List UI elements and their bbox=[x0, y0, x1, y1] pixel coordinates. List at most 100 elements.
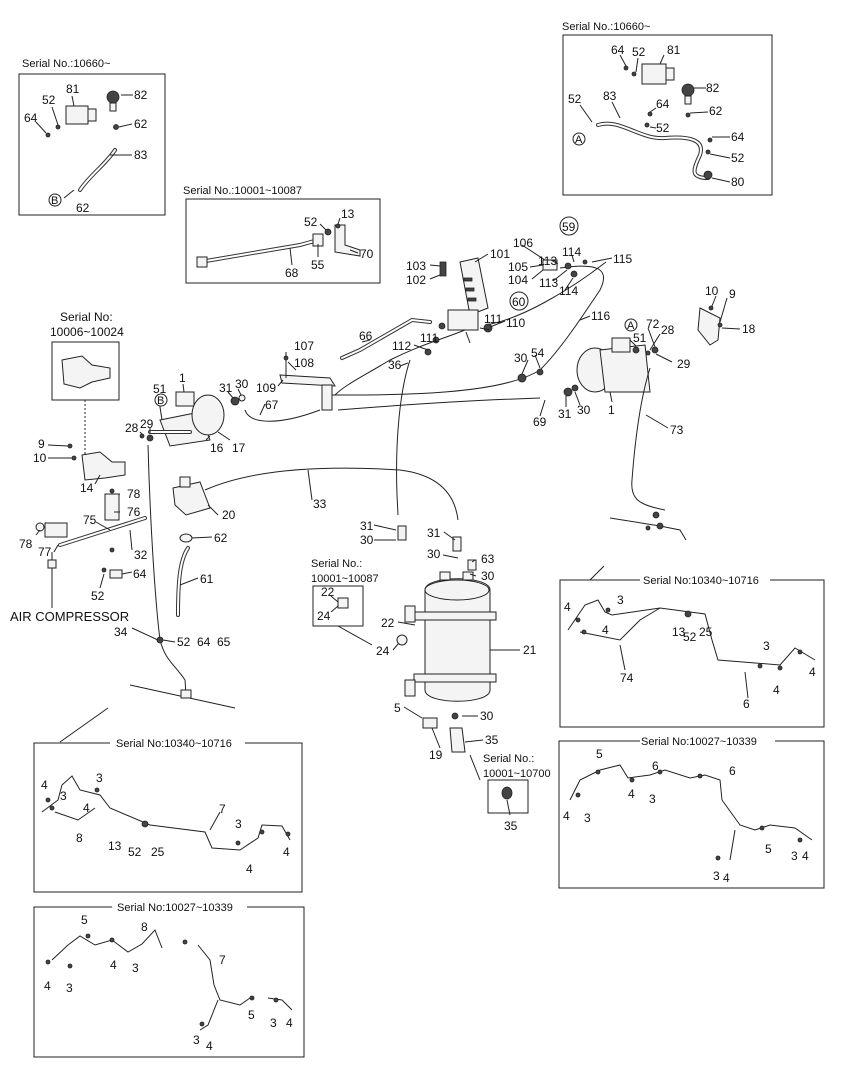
svg-text:116: 116 bbox=[591, 309, 610, 323]
svg-text:4: 4 bbox=[602, 623, 609, 637]
valve-block-side bbox=[665, 67, 675, 81]
svg-text:5: 5 bbox=[394, 701, 401, 715]
svg-text:35: 35 bbox=[485, 733, 499, 747]
svg-text:81: 81 bbox=[66, 82, 80, 96]
svg-text:62: 62 bbox=[134, 117, 148, 131]
svg-text:75: 75 bbox=[83, 513, 97, 527]
svg-text:Serial No:10340~10716: Serial No:10340~10716 bbox=[643, 575, 759, 587]
svg-text:30: 30 bbox=[514, 351, 528, 365]
svg-text:59: 59 bbox=[562, 220, 576, 234]
svg-text:74: 74 bbox=[620, 671, 634, 685]
circled-A-marker bbox=[624, 318, 638, 332]
svg-text:13: 13 bbox=[108, 839, 122, 853]
svg-text:3: 3 bbox=[713, 869, 720, 883]
brake-booster-left bbox=[191, 394, 225, 436]
svg-text:4: 4 bbox=[802, 849, 809, 863]
svg-text:Serial No:10340~10716: Serial No:10340~10716 bbox=[116, 738, 232, 750]
inset-frame bbox=[185, 198, 381, 284]
svg-text:18: 18 bbox=[742, 322, 756, 336]
bracket-14 bbox=[81, 451, 126, 481]
bracket-18 bbox=[697, 307, 721, 346]
inset-serial-10027-10339-left: Serial No:10027~10339 5 8 4 3 4 3 7 5 3 … bbox=[33, 901, 305, 1058]
svg-text:64: 64 bbox=[611, 43, 625, 57]
svg-text:78: 78 bbox=[19, 537, 33, 551]
inset-serial-10660-left: Serial No.:10660~ B 81 82 52 64 62 83 62 bbox=[18, 58, 166, 216]
svg-text:104: 104 bbox=[508, 273, 528, 287]
svg-text:1: 1 bbox=[608, 403, 615, 417]
inset-frame bbox=[559, 579, 825, 728]
inset-serial-10001-10087-mid: Serial No.: 10001~10087 bbox=[311, 558, 379, 646]
svg-text:3: 3 bbox=[60, 789, 67, 803]
svg-text:17: 17 bbox=[232, 441, 246, 455]
inset-frame bbox=[33, 742, 303, 893]
tank-band-lower bbox=[413, 673, 497, 683]
svg-text:52: 52 bbox=[731, 151, 745, 165]
svg-text:69: 69 bbox=[533, 415, 547, 429]
svg-text:73: 73 bbox=[670, 423, 684, 437]
circled-B-marker bbox=[154, 393, 168, 407]
inset-serial-10027-10339-right: Serial No:10027~10339 5 6 6 4 3 4 3 5 3 … bbox=[558, 735, 825, 889]
svg-text:4: 4 bbox=[809, 665, 816, 679]
inset-frame bbox=[558, 740, 825, 889]
svg-text:52: 52 bbox=[91, 589, 105, 603]
svg-text:82: 82 bbox=[134, 88, 148, 102]
main-assembly bbox=[35, 257, 723, 709]
svg-text:A: A bbox=[627, 320, 635, 332]
svg-text:Serial No.:: Serial No.: bbox=[483, 753, 534, 765]
svg-text:83: 83 bbox=[134, 148, 148, 162]
svg-text:4: 4 bbox=[563, 809, 570, 823]
svg-text:54: 54 bbox=[531, 346, 545, 360]
governor bbox=[104, 493, 120, 521]
svg-text:66: 66 bbox=[359, 329, 373, 343]
svg-text:14: 14 bbox=[80, 481, 94, 495]
svg-text:B: B bbox=[157, 395, 164, 407]
svg-text:64: 64 bbox=[731, 130, 745, 144]
svg-text:4: 4 bbox=[246, 862, 253, 876]
svg-text:36: 36 bbox=[388, 358, 402, 372]
serial-label: Serial No.:10001~10087 bbox=[183, 185, 302, 197]
svg-text:52: 52 bbox=[177, 635, 191, 649]
svg-text:6: 6 bbox=[729, 764, 736, 778]
svg-text:32: 32 bbox=[134, 548, 148, 562]
svg-text:30: 30 bbox=[480, 709, 494, 723]
bracket-109 bbox=[279, 374, 336, 387]
svg-text:55: 55 bbox=[311, 258, 325, 272]
circled-59 bbox=[559, 216, 579, 236]
svg-text:29: 29 bbox=[140, 417, 154, 431]
svg-text:114: 114 bbox=[559, 284, 578, 298]
svg-text:102: 102 bbox=[406, 273, 426, 287]
inset-serial-10660-right: Serial No.:10660~ A 64 52 81 82 52 bbox=[562, 21, 773, 196]
svg-text:52: 52 bbox=[568, 92, 582, 106]
serial-label: Serial No.:10660~ bbox=[22, 58, 110, 70]
svg-text:3: 3 bbox=[96, 771, 103, 785]
svg-text:10: 10 bbox=[705, 284, 719, 298]
svg-text:19: 19 bbox=[429, 748, 443, 762]
svg-text:31: 31 bbox=[427, 526, 441, 540]
svg-text:A: A bbox=[575, 134, 583, 146]
knob-stem bbox=[684, 95, 692, 105]
svg-text:10001~10087: 10001~10087 bbox=[311, 573, 379, 585]
svg-text:4: 4 bbox=[44, 979, 51, 993]
inset-serial-10001-10700: Serial No.: 10001~10700 bbox=[483, 753, 551, 816]
reservoir-right bbox=[611, 337, 631, 353]
svg-text:3: 3 bbox=[649, 792, 656, 806]
svg-text:115: 115 bbox=[613, 252, 632, 266]
svg-text:52: 52 bbox=[656, 121, 670, 135]
svg-text:65: 65 bbox=[217, 635, 231, 649]
svg-text:3: 3 bbox=[763, 639, 770, 653]
main-callouts: 59 60 A B 103 102 101 106 114 115 105 11… bbox=[10, 216, 756, 833]
svg-text:6: 6 bbox=[652, 759, 659, 773]
svg-text:20: 20 bbox=[222, 508, 236, 522]
svg-text:25: 25 bbox=[151, 845, 165, 859]
svg-text:3: 3 bbox=[66, 981, 73, 995]
circled-60 bbox=[509, 291, 529, 311]
svg-text:4: 4 bbox=[773, 683, 780, 697]
leader-lines bbox=[35, 244, 741, 749]
inset-frame bbox=[33, 906, 305, 1058]
svg-text:62: 62 bbox=[709, 104, 723, 118]
svg-text:Serial No:10027~10339: Serial No:10027~10339 bbox=[641, 736, 757, 748]
svg-text:4: 4 bbox=[564, 600, 571, 614]
svg-text:81: 81 bbox=[667, 43, 681, 57]
svg-text:Serial No:10027~10339: Serial No:10027~10339 bbox=[117, 902, 233, 914]
svg-text:9: 9 bbox=[38, 437, 45, 451]
